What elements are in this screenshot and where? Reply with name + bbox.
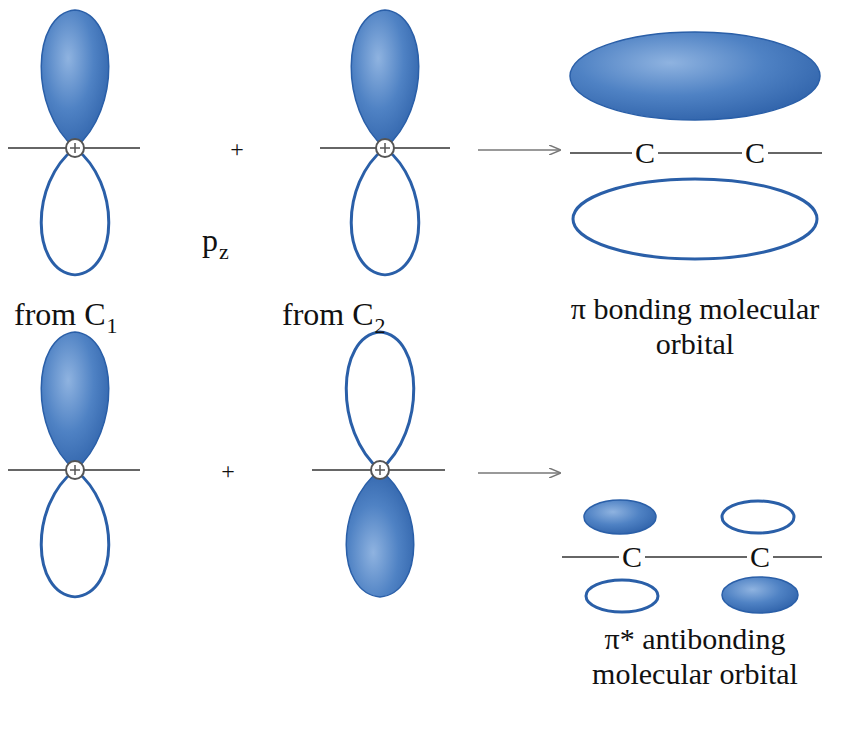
- plus-sign: +: [221, 458, 235, 486]
- plus-sign: +: [230, 136, 244, 164]
- reaction-arrow: [478, 149, 560, 151]
- orbital-name: π bonding molecular orbital: [560, 292, 830, 361]
- carbon-label: C: [619, 540, 645, 575]
- carbon-label: C: [747, 540, 773, 575]
- orbital-subscript: z: [219, 239, 229, 264]
- carbon-label: C: [632, 136, 658, 171]
- atom-label: from C: [14, 296, 106, 333]
- p-orbital: [8, 332, 140, 597]
- carbon-label: C: [742, 136, 768, 171]
- pi-antibonding-orbital: [562, 500, 822, 613]
- p-orbital: [312, 332, 445, 597]
- atom-subscript: 1: [107, 313, 118, 338]
- p-orbital: [8, 10, 140, 275]
- pi-bonding-orbital: [570, 32, 822, 259]
- orbital-name: π* antibonding molecular orbital: [560, 622, 830, 691]
- orbital-label: p: [202, 222, 218, 259]
- atom-label: from C: [282, 296, 374, 333]
- reaction-arrow: [478, 472, 560, 474]
- p-orbital: [320, 10, 450, 275]
- atom-subscript: 2: [375, 313, 386, 338]
